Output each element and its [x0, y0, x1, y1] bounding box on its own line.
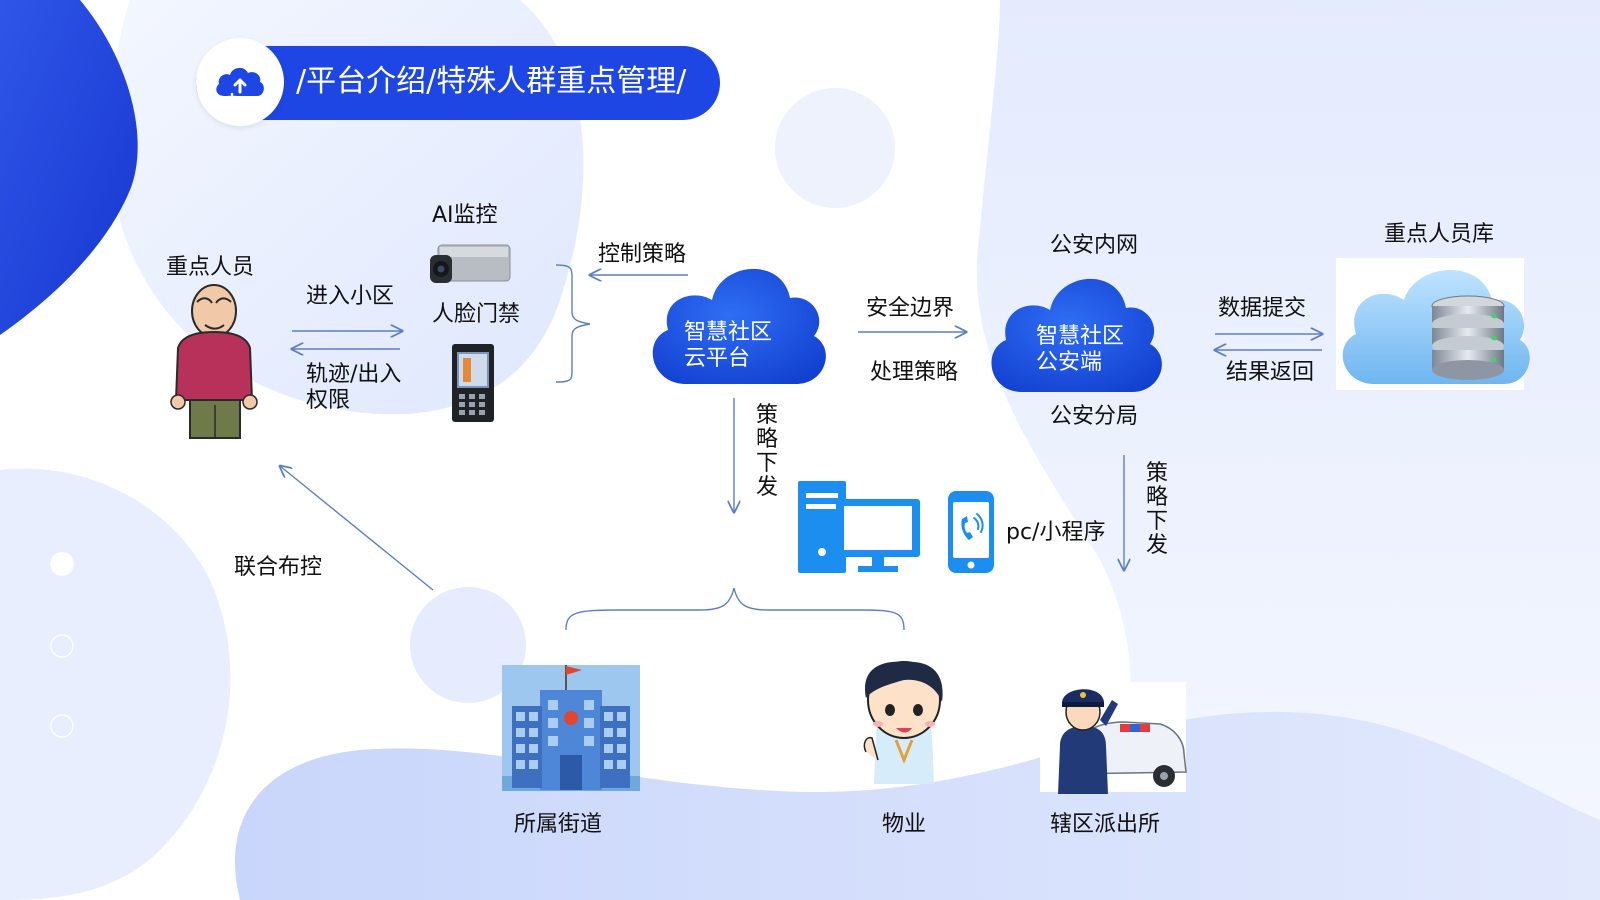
label-security: 安全边界: [866, 296, 955, 321]
key-person-icon: [170, 284, 258, 439]
label-pc-mini: pc/小程序: [1006, 520, 1106, 545]
bg-blob-right: [976, 0, 1600, 900]
bg-wave-bottom: [235, 711, 1600, 900]
cloud-police-shape: [991, 278, 1162, 392]
label-cloud-platform: 智慧社区 云平台: [684, 320, 773, 371]
face-gate-icon: [452, 344, 494, 422]
label-key-person-db: 重点人员库: [1384, 222, 1495, 247]
property-staff-icon: [863, 661, 943, 784]
bg-dot-ring-1: [50, 634, 74, 658]
bg-blob-bottomleft: [0, 468, 231, 900]
cloud-upload-icon: [216, 67, 264, 102]
pc-icon: [798, 481, 920, 573]
brace-devices: [555, 264, 591, 383]
label-street: 所属街道: [514, 812, 603, 837]
bg-dot-ring-2: [50, 714, 74, 738]
police-officer-icon: [1040, 682, 1187, 794]
label-police-intranet: 公安内网: [1050, 233, 1139, 258]
street-office-icon: [502, 665, 640, 791]
label-face-gate: 人脸门禁: [432, 302, 521, 327]
phone-icon: [948, 491, 994, 573]
arrow-joint: [280, 466, 434, 591]
label-result: 结果返回: [1226, 360, 1315, 385]
label-property: 物业: [882, 812, 927, 837]
page-title: /平台介绍/特殊人群重点管理/: [296, 64, 687, 99]
bg-blob-left-blue: [0, 0, 138, 335]
label-handle: 处理策略: [870, 360, 959, 385]
label-control: 控制策略: [598, 242, 687, 267]
label-police-branch: 公安分局: [1050, 404, 1139, 429]
title-icon-circle: [196, 38, 284, 126]
bg-dot-white: [50, 552, 74, 576]
label-ai-monitor: AI监控: [432, 203, 498, 228]
label-enter: 进入小区: [306, 284, 395, 309]
brace-bottom: [565, 587, 905, 631]
ai-camera-icon: [430, 244, 511, 283]
label-joint: 联合布控: [234, 555, 323, 580]
database-cloud-icon: [1336, 258, 1530, 390]
label-submit: 数据提交: [1218, 296, 1307, 321]
label-track: 轨迹/出入 权限: [306, 362, 402, 413]
bg-circle-mid: [775, 88, 895, 208]
label-police-station: 辖区派出所: [1050, 812, 1161, 837]
cloud-platform-shape: [652, 268, 826, 384]
label-policy-down-1: 策略下发: [755, 403, 778, 500]
bg-circle-bottom: [410, 587, 526, 703]
label-police-client: 智慧社区 公安端: [1036, 324, 1125, 375]
label-policy-down-2: 策略下发: [1145, 461, 1168, 558]
label-key-person: 重点人员: [166, 255, 255, 280]
